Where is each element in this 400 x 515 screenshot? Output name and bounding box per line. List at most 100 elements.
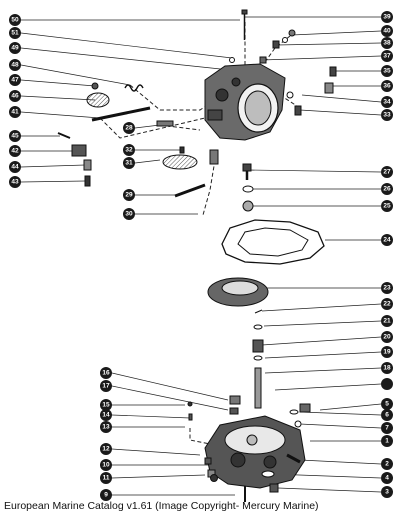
- callout-51: 51: [9, 27, 21, 39]
- callout-32: 32: [123, 144, 135, 156]
- callout-41: 41: [9, 106, 21, 118]
- screw-part-50: [241, 9, 248, 40]
- plug-part-39: [288, 29, 296, 37]
- svg-text:29: 29: [125, 192, 133, 199]
- svg-text:1: 1: [385, 438, 389, 445]
- screw-part-35: [329, 66, 337, 77]
- svg-text:48: 48: [11, 62, 19, 69]
- svg-text:24: 24: [383, 237, 391, 244]
- callout-37: 37: [381, 50, 393, 62]
- callout-27: 27: [381, 166, 393, 178]
- svg-text:41: 41: [11, 109, 19, 116]
- svg-text:3: 3: [385, 489, 389, 496]
- seat-part-18: [254, 367, 262, 409]
- gasket-part-40: [282, 37, 288, 43]
- svg-text:36: 36: [383, 83, 391, 90]
- callout-34: 34: [381, 96, 393, 108]
- svg-text:27: 27: [383, 169, 391, 176]
- svg-text:37: 37: [383, 53, 391, 60]
- image-caption: European Marine Catalog v1.61 (Image Cop…: [4, 500, 319, 512]
- svg-text:22: 22: [383, 301, 391, 308]
- svg-text:43: 43: [11, 179, 19, 186]
- washer-part-7: [294, 420, 302, 428]
- svg-text:2: 2: [385, 461, 389, 468]
- callout-18: 18: [381, 362, 393, 374]
- svg-text:16: 16: [102, 370, 110, 377]
- svg-text:18: 18: [383, 365, 391, 372]
- svg-text:23: 23: [383, 285, 391, 292]
- svg-text:26: 26: [383, 186, 391, 193]
- gasket-part-21: [253, 324, 263, 330]
- callout-49: 49: [9, 42, 21, 54]
- callout-28: 28: [123, 122, 135, 134]
- washer-part-19: [253, 355, 263, 361]
- screw-part-32: [179, 146, 185, 154]
- svg-text:28: 28: [125, 125, 133, 132]
- callout-1: 1: [381, 435, 393, 447]
- valve-part-37: [259, 56, 267, 64]
- callout-43: 43: [9, 176, 21, 188]
- svg-text:31: 31: [125, 160, 133, 167]
- svg-text:38: 38: [383, 40, 391, 47]
- svg-text:42: 42: [11, 148, 19, 155]
- callout-23: 23: [381, 282, 393, 294]
- svg-text:9: 9: [104, 492, 108, 499]
- screw-part-11: [210, 474, 218, 482]
- plug-part-5: [299, 403, 311, 413]
- svg-text:50: 50: [11, 17, 19, 24]
- spring-part-36: [324, 82, 334, 94]
- callout-47: 47: [9, 74, 21, 86]
- callout-21: 21: [381, 315, 393, 327]
- callout-36: 36: [381, 80, 393, 92]
- svg-text:32: 32: [125, 147, 133, 154]
- svg-text:5: 5: [385, 401, 389, 408]
- callout-20: 20: [381, 331, 393, 343]
- callout-31: 31: [123, 157, 135, 169]
- callout-24: 24: [381, 234, 393, 246]
- gasket-part-6: [289, 409, 299, 415]
- svg-text:21: 21: [383, 318, 391, 325]
- upper-carburetor-body: [204, 63, 286, 141]
- callout-39: 39: [381, 11, 393, 23]
- svg-text:34: 34: [383, 99, 391, 106]
- svg-text:47: 47: [11, 77, 19, 84]
- svg-text:11: 11: [103, 475, 110, 482]
- svg-text:17: 17: [102, 383, 110, 390]
- callout-13: 13: [100, 421, 112, 433]
- bracket-part-16: [229, 395, 241, 405]
- svg-text:44: 44: [11, 164, 19, 171]
- svg-text:51: 51: [11, 30, 19, 37]
- parts-artwork: [57, 9, 337, 502]
- callout-29: 29: [123, 189, 135, 201]
- callouts: 50 51 49 48 47 46 41 45 42 44 43 28 32 3…: [9, 11, 393, 501]
- throttle-shaft-part-29: [174, 183, 206, 198]
- callout-40: 40: [381, 25, 393, 37]
- callout-2: 2: [381, 458, 393, 470]
- screw-part-15: [187, 401, 193, 407]
- callout-19: 19: [381, 346, 393, 358]
- svg-text:33: 33: [383, 112, 391, 119]
- callout-4: 4: [381, 472, 393, 484]
- needle-part-20: [252, 339, 264, 353]
- pin-part-14: [188, 413, 193, 421]
- leader-lines: [20, 16, 382, 496]
- screw-part-33: [294, 105, 302, 116]
- svg-text:15: 15: [102, 402, 110, 409]
- pin-part-28: [156, 120, 174, 127]
- callout-30: 30: [123, 208, 135, 220]
- lever-part-42: [71, 144, 87, 157]
- svg-text:10: 10: [102, 462, 110, 469]
- clip-part-22: [254, 309, 263, 314]
- washer-part-51: [229, 57, 235, 63]
- svg-text:39: 39: [383, 14, 391, 21]
- svg-text:49: 49: [11, 45, 19, 52]
- callout-25: 25: [381, 200, 393, 212]
- plug-part-3: [269, 483, 279, 493]
- callout-26: 26: [381, 183, 393, 195]
- callout-33: 33: [381, 109, 393, 121]
- svg-text:30: 30: [125, 211, 133, 218]
- callout-48: 48: [9, 59, 21, 71]
- spring-part-30: [209, 149, 219, 165]
- callout-17: 17: [100, 380, 112, 392]
